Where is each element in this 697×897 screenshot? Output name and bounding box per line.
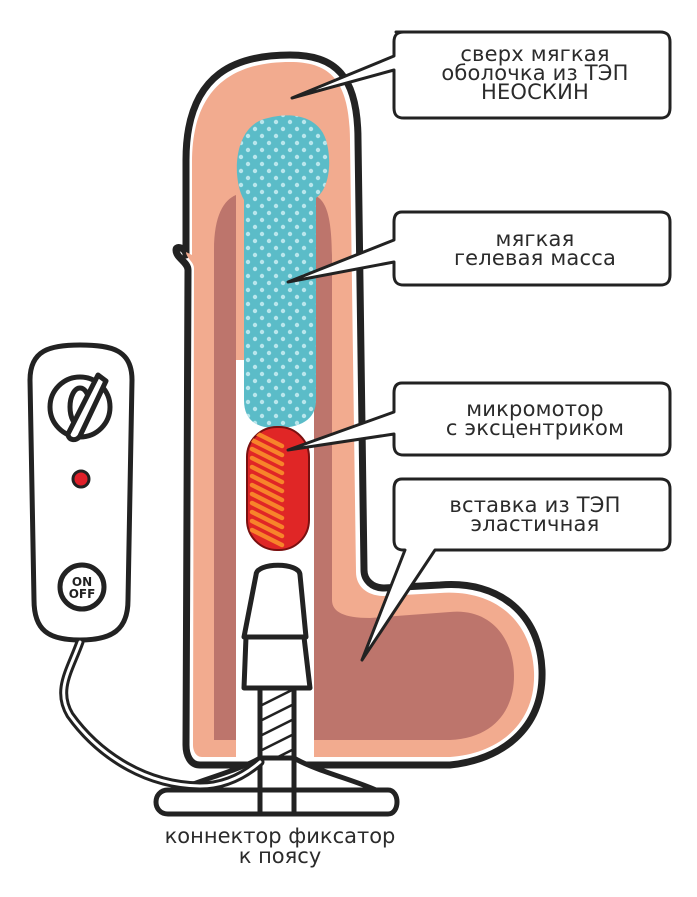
- gel-mass: [236, 115, 330, 428]
- dial-icon[interactable]: [47, 372, 113, 443]
- callout-motor-text: микромотор с эксцентриком: [445, 397, 625, 440]
- callout-insert: [360, 477, 672, 662]
- remote-cord: [59, 637, 265, 791]
- callout-shell-text: сверх мягкая оболочка из ТЭП НЕОСКИН: [441, 42, 629, 104]
- led-indicator: [71, 469, 91, 489]
- callout-motor: [286, 381, 672, 457]
- on-off-label: ON OFF: [68, 575, 96, 601]
- connector-label: коннектор фиксатор к поясу: [164, 824, 396, 868]
- callout-insert-text: вставка из ТЭП эластичная: [449, 493, 621, 536]
- callout-shell: [290, 30, 672, 120]
- remote-control[interactable]: [27, 342, 135, 643]
- callout-gel: [286, 210, 672, 287]
- inner-insert: [214, 195, 514, 740]
- callout-gel-text: мягкая гелевая масса: [453, 227, 617, 270]
- micromotor: [246, 426, 310, 551]
- on-off-button[interactable]: [57, 562, 107, 612]
